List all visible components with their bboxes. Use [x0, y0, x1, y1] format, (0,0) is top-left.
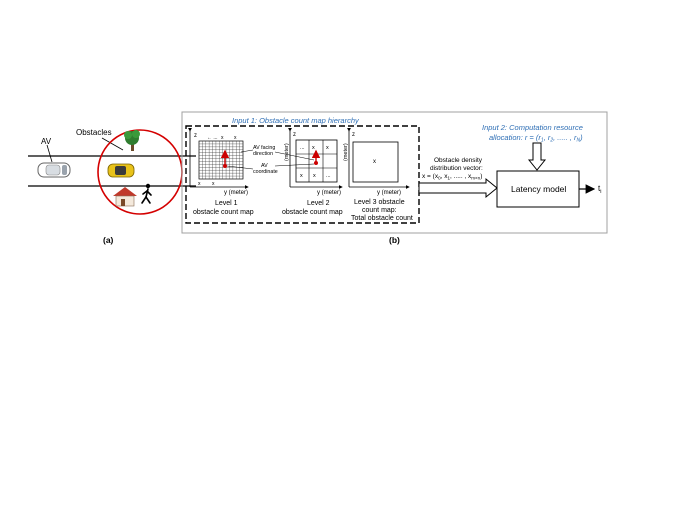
level3-y-unit: (meter): [343, 143, 349, 161]
obstacles-label: Obstacles: [76, 128, 112, 137]
level3-label-2: count map:: [362, 207, 397, 214]
av-car-icon: [37, 162, 71, 178]
level1-map: z ← ... x x x x y (meter) Level 1 obstac…: [188, 127, 254, 216]
pedestrian-icon: [141, 183, 152, 204]
av-facing-label-2: direction: [253, 151, 273, 157]
obstacles-pointer-line: [101, 137, 124, 151]
panel-b-frame: [181, 111, 608, 234]
level1-top-label-2: x: [234, 135, 237, 141]
input2-label-1: Input 2: Computation resource: [482, 123, 583, 132]
level2-cell-top-3: x: [326, 145, 329, 151]
level3-label-1: Level 3 obstacle: [354, 199, 405, 206]
vector-equation: x = (x0, x1, ..... , xm×n): [422, 173, 482, 181]
level2-cell-bottom-2: x: [313, 173, 316, 179]
level1-label-1: Level 1: [215, 200, 238, 207]
level2-y-unit: (meter): [284, 143, 290, 161]
vector-label-1: Obstacle density: [434, 157, 483, 164]
vector-flow-arrow: [418, 177, 498, 199]
house-icon: [113, 187, 137, 207]
level2-cell-top-2: x: [312, 145, 315, 151]
level2-map: z (meter) ... x x x x ... y (meter) Leve…: [282, 127, 343, 216]
input2-label-2: allocation: r = (r1, r2, ..... , rN): [489, 133, 583, 144]
panel-a-caption: (a): [103, 235, 114, 245]
level2-cell-bottom-3: ...: [326, 173, 331, 179]
level2-label-2: obstacle count map: [282, 209, 343, 216]
level3-map: z (meter) x y (meter) Level 3 obstacle c…: [343, 127, 413, 222]
level1-corner-label-2: x: [212, 181, 215, 187]
tree-icon: [124, 130, 140, 151]
level1-x-axis: y (meter): [224, 190, 248, 196]
level3-cell: x: [373, 159, 376, 165]
level1-grid-frame: [198, 140, 244, 180]
resource-flow-arrow: [527, 142, 547, 171]
panel-a: AV Obstacles: [28, 128, 196, 245]
av-pointer-line: [46, 144, 53, 163]
level1-grid: [198, 140, 244, 180]
input1-title: Input 1: Obstacle count map hierarchy: [232, 116, 360, 125]
av-facing-label-1: AV facing: [253, 145, 275, 151]
level1-top-label-1: x: [221, 135, 224, 141]
av-label: AV: [41, 137, 52, 146]
level3-x-axis: y (meter): [377, 190, 401, 196]
level2-label-1: Level 2: [307, 200, 330, 207]
av-coord-label-1: AV: [261, 163, 268, 169]
level2-cell-bottom-1: x: [300, 173, 303, 179]
panel-b-caption: (b): [389, 235, 400, 245]
level3-z-axis: z: [352, 132, 355, 138]
panel-b: Input 1: Obstacle count map hierarchy z …: [181, 111, 608, 245]
level1-top-arrow: ← ...: [207, 135, 218, 141]
level2-x-axis: y (meter): [317, 190, 341, 196]
level1-z-axis: z: [194, 133, 197, 139]
yellow-car-icon: [107, 163, 135, 178]
hierarchy-dashed-box: [185, 125, 420, 224]
av-coord-label-2: coordinate: [253, 169, 278, 175]
level1-label-2: obstacle count map: [193, 209, 254, 216]
vector-label-2: distribution vector:: [430, 165, 483, 172]
output-label: ti: [598, 184, 601, 195]
level2-z-axis: z: [293, 132, 296, 138]
level2-cell-top-1: ...: [300, 145, 305, 151]
level3-label-3: Total obstacle count: [351, 215, 413, 222]
latency-model-label: Latency model: [511, 184, 566, 194]
level1-corner-label-1: x: [198, 181, 201, 187]
